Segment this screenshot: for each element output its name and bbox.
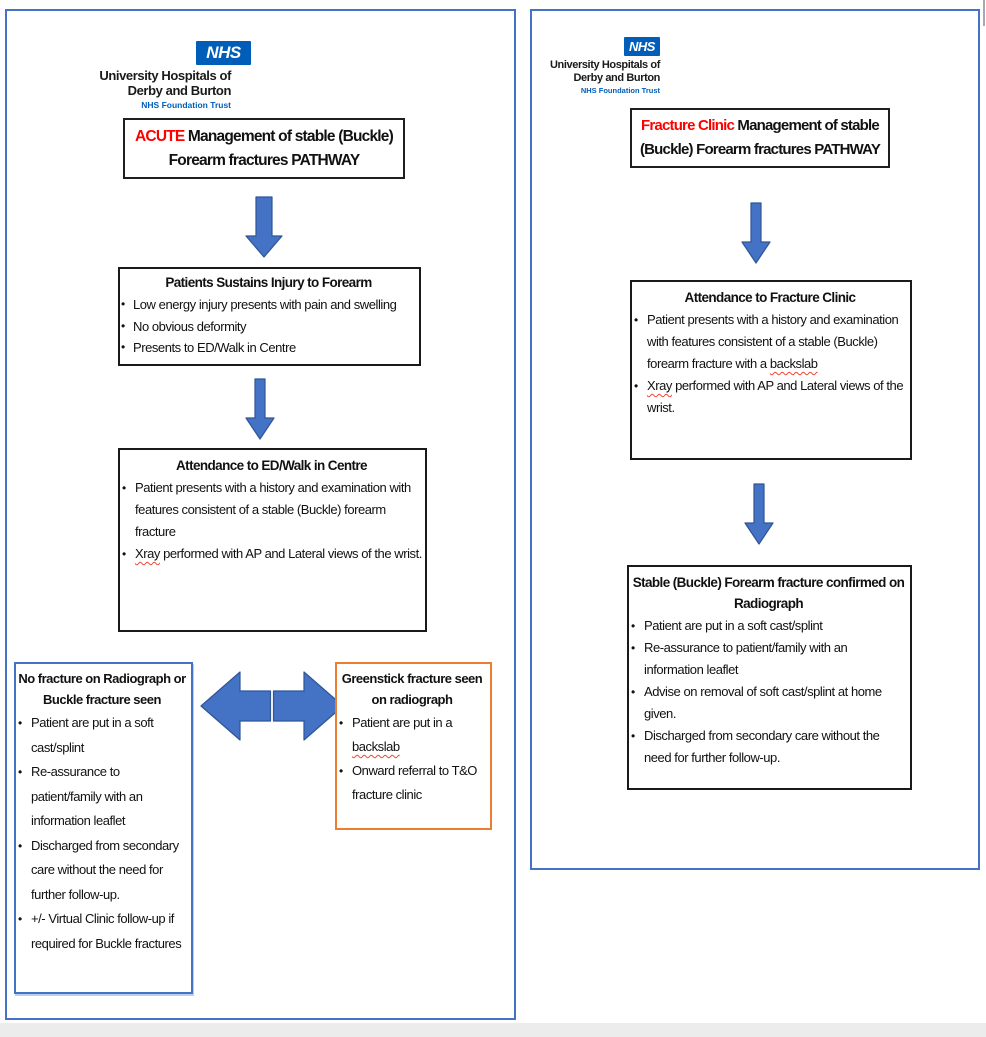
org-name-line2: Derby and Burton [573,71,661,84]
bullet-item: Xray performed with AP and Lateral views… [120,543,423,565]
highlight-text: ACUTE [135,127,185,145]
pathway-title-acute: ACUTE Management of stable (Buckle) Fore… [123,118,405,179]
outcome-box-no-fracture: No fracture on Radiograph or Buckle frac… [14,662,193,994]
pathway-title-fracture-clinic: Fracture Clinic Management of stable (Bu… [630,108,890,168]
down-arrow-icon [245,378,275,440]
nhs-logo: NHS University Hospitals of Derby and Bu… [85,41,251,110]
bullet-list: Patient are put in a soft cast/splintRe-… [629,615,908,769]
text-segment: performed with AP and Lateral views of t… [159,546,422,561]
bullet-item: Presents to ED/Walk in Centre [120,337,417,359]
down-arrow-icon [744,483,774,545]
bullet-list: Patient are put in a backslabOnward refe… [337,711,487,807]
bullet-item: No obvious deformity [120,316,417,338]
bullet-item: Patient presents with a history and exam… [120,477,423,543]
org-name-line1: University Hospitals of [550,59,660,71]
nhs-logo-box: NHS [196,41,251,65]
box-title: Attendance to Fracture Clinic [684,290,856,305]
bullet-item: Re-assurance to patient/family with an i… [16,760,188,834]
text-segment: Re-assurance to patient/family with an i… [644,640,848,677]
pathway-title-text: ACUTE Management of stable (Buckle) Fore… [135,125,394,173]
bullet-item: +/- Virtual Clinic follow-up if required… [16,907,188,956]
box-title: No fracture on Radiograph or Buckle frac… [18,671,186,707]
misspelled-word: Xray [135,546,160,561]
text-segment: Advise on removal of soft cast/splint at… [644,684,882,721]
flow-box-attendance-clinic: Attendance to Fracture Clinic Patient pr… [630,280,912,460]
highlight-text: Fracture Clinic [641,117,735,134]
bullet-list: Low energy injury presents with pain and… [120,294,417,359]
misspelled-word: backslab [352,739,400,754]
text-segment: Presents to ED/Walk in Centre [133,340,296,355]
text-segment: Patient presents with a history and exam… [647,312,899,371]
text-segment: Discharged from secondary care without t… [31,837,179,902]
misspelled-word: Xray [647,378,672,393]
bullet-list: Patient presents with a history and exam… [632,309,908,419]
bullet-item: Patient presents with a history and exam… [632,309,908,375]
bullet-item: Xray performed with AP and Lateral views… [632,375,908,419]
text-segment: Onward referral to T&O fracture clinic [352,763,477,802]
trust-name: NHS Foundation Trust [141,100,231,110]
org-name-line1: University Hospitals of [99,68,231,83]
bullet-list: Patient presents with a history and exam… [120,477,423,565]
box-title: Attendance to ED/Walk in Centre [176,458,368,473]
box-title: Greenstick fracture seen on radiograph [341,671,483,707]
text-segment: performed with AP and Lateral views of t… [647,378,904,415]
flow-box-confirmed-radiograph: Stable (Buckle) Forearm fracture confirm… [627,565,912,790]
bullet-item: Patient are put in a soft cast/splint [16,711,188,760]
bullet-list: Patient are put in a soft cast/splintRe-… [16,711,188,956]
text-segment: Patient are put in a soft cast/splint [644,618,823,633]
text-segment: Management of stable (Buckle) Forearm fr… [639,117,881,158]
bullet-item: Patient are put in a backslab [337,711,487,759]
text-segment: No obvious deformity [133,318,247,334]
box-title: Patients Sustains Injury to Forearm [165,275,372,290]
bullet-item: Low energy injury presents with pain and… [120,294,417,316]
text-segment: Patient are put in a [352,715,453,730]
text-segment: Re-assurance to patient/family with an i… [31,764,143,828]
bullet-item: Onward referral to T&O fracture clinic [337,759,487,807]
text-segment: Patient are put in a soft cast/splint [31,715,154,755]
fracture-clinic-pathway-panel: NHS University Hospitals of Derby and Bu… [530,9,980,870]
text-segment: Patient presents with a history and exam… [135,480,411,539]
scrollbar-edge-artifact [983,0,985,26]
text-segment: +/- Virtual Clinic follow-up if required… [31,911,182,951]
org-name-line2: Derby and Burton [127,82,232,98]
text-segment: Discharged from secondary care without t… [644,728,880,765]
nhs-logo-box: NHS [624,37,660,56]
bullet-item: Advise on removal of soft cast/splint at… [629,681,908,725]
box-title: Stable (Buckle) Forearm fracture confirm… [632,575,905,611]
flow-box-injury: Patients Sustains Injury to Forearm Low … [118,267,421,366]
bullet-item: Patient are put in a soft cast/splint [629,615,908,637]
pathway-title-text: Fracture Clinic Management of stable (Bu… [639,114,881,162]
down-arrow-icon [741,202,771,264]
bullet-item: Discharged from secondary care without t… [629,725,908,769]
page-bottom-strip [0,1023,986,1037]
double-arrow-icon [200,671,344,741]
bullet-item: Re-assurance to patient/family with an i… [629,637,908,681]
flow-box-attendance-ed: Attendance to ED/Walk in Centre Patient … [118,448,427,632]
down-arrow-icon [245,196,283,258]
text-segment: Management of stable (Buckle) Forearm fr… [168,127,394,169]
acute-pathway-panel: NHS University Hospitals of Derby and Bu… [5,9,516,1020]
misspelled-word: backslab [769,356,818,371]
outcome-box-greenstick: Greenstick fracture seen on radiograph P… [335,662,492,830]
trust-name: NHS Foundation Trust [580,86,660,95]
text-segment: Low energy injury presents with pain and… [133,297,397,312]
nhs-logo: NHS University Hospitals of Derby and Bu… [548,37,660,95]
bullet-item: Discharged from secondary care without t… [16,834,188,908]
